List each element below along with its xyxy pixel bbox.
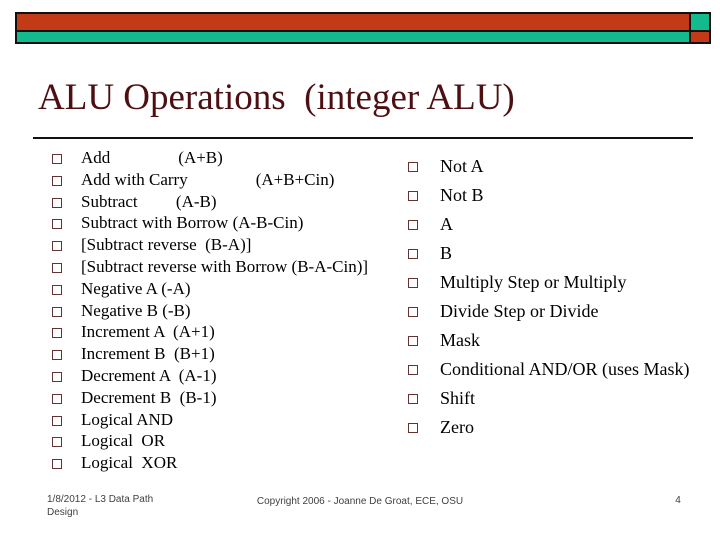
list-item: Logical OR [52, 430, 397, 452]
list-item-label: Logical AND [81, 409, 174, 429]
list-item-label: A [440, 214, 453, 234]
bullet-square-icon [52, 241, 62, 252]
list-item-label: Logical OR [81, 431, 166, 451]
bullet-square-icon [408, 162, 418, 172]
list-item-label: Decrement B (B-1) [81, 387, 217, 407]
list-item: [Subtract reverse with Borrow (B-A-Cin)] [52, 256, 397, 278]
bullet-square-icon [52, 459, 62, 470]
bullet-square-icon [408, 220, 418, 230]
footer-date-lesson: 1/8/2012 - L3 Data Path Design [47, 494, 154, 518]
list-item: A [408, 210, 700, 239]
list-item: Logical AND [52, 409, 397, 431]
bullet-square-icon [52, 154, 62, 164]
list-item: Mask [408, 326, 700, 355]
list-item-label: Mask [440, 330, 480, 350]
bullet-square-icon [52, 219, 62, 230]
list-item-label: Logical XOR [81, 453, 178, 473]
bullet-square-icon [52, 262, 62, 273]
list-item: Subtract with Borrow (A-B-Cin) [52, 212, 397, 234]
title-divider [33, 137, 693, 139]
list-item: Zero [408, 413, 700, 442]
header-bar-red [15, 12, 691, 32]
list-item-label: Shift [440, 388, 476, 408]
list-item-label: Zero [440, 417, 474, 437]
header-bar-red-cap [689, 30, 711, 44]
list-item-label: Multiply Step or Multiply [440, 272, 627, 292]
page-title: ALU Operations (integer ALU) [38, 77, 515, 118]
bullet-square-icon [52, 175, 62, 186]
list-item: Conditional AND/OR (uses Mask) [408, 355, 700, 384]
header-bar-teal-cap [689, 12, 711, 32]
list-item-label: Divide Step or Divide [440, 301, 599, 321]
list-item-label: Conditional AND/OR (uses Mask) [440, 359, 690, 379]
list-item-label: [Subtract reverse (B-A)] [81, 235, 252, 255]
list-item: Add (A+B) [52, 147, 397, 169]
bullet-square-icon [408, 191, 418, 201]
list-item-label: Increment B (B+1) [81, 344, 215, 364]
header-bar-teal [15, 30, 691, 44]
list-item: Divide Step or Divide [408, 297, 700, 326]
bullet-square-icon [408, 307, 418, 317]
list-item-label: Add (A+B) [81, 148, 223, 167]
list-item-label: Subtract with Borrow (A-B-Cin) [81, 213, 304, 233]
bullet-square-icon [52, 415, 62, 426]
bullet-square-icon [52, 306, 62, 317]
list-item: Shift [408, 384, 700, 413]
list-item-label: Negative B (-B) [81, 300, 191, 320]
list-item: B [408, 239, 700, 268]
bullet-square-icon [408, 249, 418, 259]
list-item: Decrement A (A-1) [52, 365, 397, 387]
list-item-label: Not B [440, 185, 484, 205]
bullet-square-icon [408, 423, 418, 433]
list-item: Add with Carry (A+B+Cin) [52, 169, 397, 191]
list-item: Increment A (A+1) [52, 321, 397, 343]
list-item: Decrement B (B-1) [52, 387, 397, 409]
bullet-square-icon [52, 437, 62, 448]
operations-list-left: Add (A+B) Add with Carry (A+B+Cin) Subtr… [52, 147, 397, 474]
bullet-square-icon [52, 393, 62, 404]
list-item-label: Add with Carry (A+B+Cin) [81, 169, 335, 189]
list-item: [Subtract reverse (B-A)] [52, 234, 397, 256]
list-item: Increment B (B+1) [52, 343, 397, 365]
bullet-square-icon [408, 278, 418, 288]
list-item-label: Increment A (A+1) [81, 322, 215, 342]
footer-copyright: Copyright 2006 - Joanne De Groat, ECE, O… [256, 496, 464, 507]
bullet-square-icon [408, 365, 418, 375]
list-item: Not B [408, 181, 700, 210]
bullet-square-icon [52, 197, 62, 208]
operations-list-right: Not A Not B A B Multiply Step or Multipl… [408, 152, 700, 442]
list-item: Not A [408, 152, 700, 181]
list-item-label: Not A [440, 156, 484, 176]
list-item-label: Subtract (A-B) [81, 191, 217, 211]
list-item: Negative B (-B) [52, 300, 397, 322]
list-item: Negative A (-A) [52, 278, 397, 300]
list-item: Multiply Step or Multiply [408, 268, 700, 297]
bullet-square-icon [408, 336, 418, 346]
bullet-square-icon [52, 328, 62, 339]
list-item-label: Decrement A (A-1) [81, 365, 217, 385]
bullet-square-icon [52, 284, 62, 295]
bullet-square-icon [52, 350, 62, 361]
list-item: Subtract (A-B) [52, 191, 397, 213]
list-item: Logical XOR [52, 452, 397, 474]
list-item-label: B [440, 243, 453, 263]
page-number: 4 [675, 495, 681, 506]
list-item-label: [Subtract reverse with Borrow (B-A-Cin)] [81, 256, 369, 276]
bullet-square-icon [52, 371, 62, 382]
list-item-label: Negative A (-A) [81, 278, 191, 298]
bullet-square-icon [408, 394, 418, 404]
